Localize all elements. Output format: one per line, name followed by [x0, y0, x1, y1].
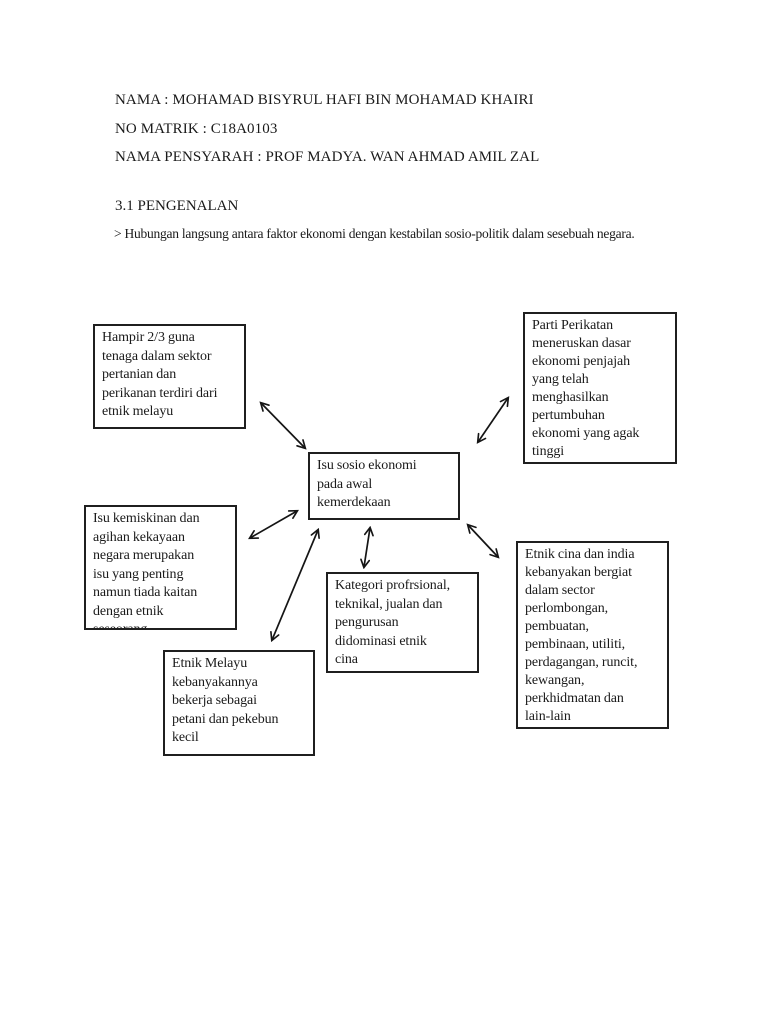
arrow-center-right	[468, 525, 498, 557]
box-parti-perikatan: Parti Perikatan meneruskan dasar ekonomi…	[523, 312, 677, 464]
box-guna-tenaga: Hampir 2/3 guna tenaga dalam sektor pert…	[93, 324, 246, 429]
document-header: NAMA : MOHAMAD BISYRUL HAFI BIN MOHAMAD …	[115, 86, 539, 172]
lecturer-name-line: NAMA PENSYARAH : PROF MADYA. WAN AHMAD A…	[115, 149, 540, 166]
box-etnik-melayu: Etnik Melayu kebanyakannya bekerja sebag…	[163, 650, 315, 756]
section-title: 3.1 PENGENALAN	[115, 198, 239, 214]
box-isu-sosio-ekonomi: Isu sosio ekonomi pada awal kemerdekaan	[308, 452, 460, 520]
intro-bullet-text: > Hubungan langsung antara faktor ekonom…	[114, 226, 635, 241]
box-kategori-pekerjaan: Kategori profrsional, teknikal, jualan d…	[326, 572, 479, 673]
arrow-topleft-center	[261, 403, 305, 448]
arrow-center-topright	[478, 398, 508, 442]
arrow-left-center	[250, 511, 297, 538]
arrow-center-bottomleft	[272, 530, 318, 640]
matric-number-line: NO MATRIK : C18A0103	[115, 120, 278, 137]
student-name-line: NAMA : MOHAMAD BISYRUL HAFI BIN MOHAMAD …	[115, 92, 534, 108]
box-kemiskinan: Isu kemiskinan dan agihan kekayaan negar…	[84, 505, 237, 630]
arrow-center-bottomcenter	[364, 528, 370, 567]
box-etnik-cina-india: Etnik cina dan india kebanyakan bergiat …	[516, 541, 669, 729]
